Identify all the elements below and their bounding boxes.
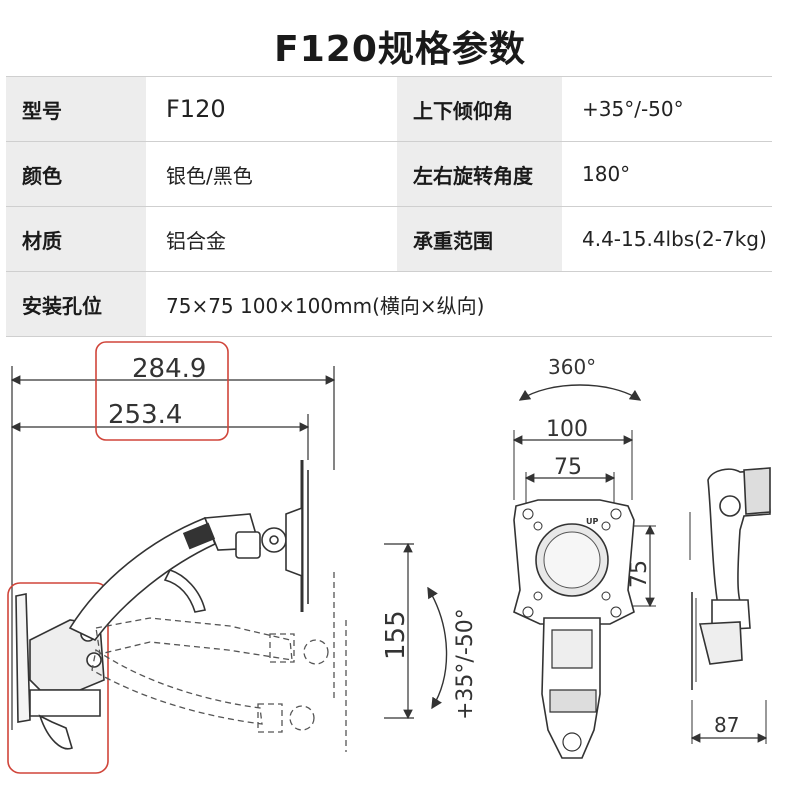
spec-table: 型号 F120 上下倾仰角 +35°/-50° 颜色 银色/黑色 左右旋转角度 … xyxy=(6,76,772,337)
spec-value: 银色/黑色 xyxy=(146,141,391,207)
spec-value: 180° xyxy=(562,141,772,207)
dim-total-label: 284.9 xyxy=(132,354,206,384)
wall-clamp xyxy=(7,582,109,774)
clamp-highlight xyxy=(7,582,109,774)
spec-label: 材质 xyxy=(6,206,146,272)
column-gap xyxy=(391,141,397,207)
gas-spring-arm xyxy=(68,460,309,642)
depth-label: 87 xyxy=(714,713,739,737)
width-dimensions: 284.9 253.4 xyxy=(10,341,336,730)
spec-value: 4.4-15.4lbs(2-7kg) xyxy=(562,206,772,272)
side-profile-view xyxy=(691,467,771,690)
spec-value: 75×75 100×100mm(横向×纵向) xyxy=(146,271,772,337)
spec-label: 上下倾仰角 xyxy=(397,76,562,142)
spec-label: 承重范围 xyxy=(397,206,562,272)
spec-value: F120 xyxy=(146,76,391,142)
table-row: 材质 铝合金 承重范围 4.4-15.4lbs(2-7kg) xyxy=(6,206,772,272)
vesa-small-v-label: 75 xyxy=(627,560,652,588)
height-dimension: 155 xyxy=(381,542,414,720)
vesa-small-label: 75 xyxy=(554,455,582,480)
arm-alternate-positions xyxy=(91,572,347,752)
table-row: 安装孔位 75×75 100×100mm(横向×纵向) xyxy=(6,271,772,337)
vesa-large-label: 100 xyxy=(546,417,588,442)
dimension-highlight xyxy=(95,341,229,441)
table-row: 颜色 银色/黑色 左右旋转角度 180° xyxy=(6,141,772,207)
front-view: 360° 100 75 75 UP xyxy=(512,355,656,759)
table-row: 型号 F120 上下倾仰角 +35°/-50° xyxy=(6,76,772,142)
spec-label: 颜色 xyxy=(6,141,146,207)
dim-arm-label: 253.4 xyxy=(108,400,182,430)
spec-label: 型号 xyxy=(6,76,146,142)
spec-value: +35°/-50° xyxy=(562,76,772,142)
depth-dimension: 87 xyxy=(689,512,768,744)
rotation-label: 360° xyxy=(548,355,596,379)
dim-height-label: 155 xyxy=(381,610,411,660)
page-title: F120规格参数 xyxy=(274,29,526,70)
spec-label: 安装孔位 xyxy=(6,271,146,337)
tilt-range: +35°/-50° xyxy=(427,586,478,720)
spec-label: 左右旋转角度 xyxy=(397,141,562,207)
column-gap xyxy=(391,206,397,272)
up-mark: UP xyxy=(586,517,598,526)
spec-value: 铝合金 xyxy=(146,206,391,272)
column-gap xyxy=(391,76,397,142)
tilt-angle-label: +35°/-50° xyxy=(453,608,478,720)
